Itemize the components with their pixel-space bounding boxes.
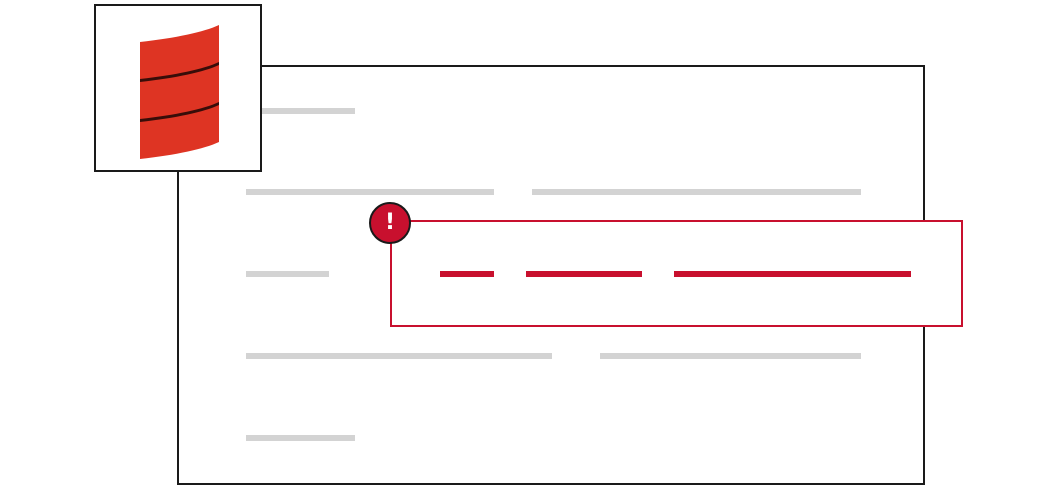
error-code-segment [674, 271, 911, 277]
scala-logo-icon [140, 25, 219, 159]
scala-logo-box [94, 4, 262, 172]
error-code-segment [440, 271, 494, 277]
text-placeholder-line [600, 353, 861, 359]
text-placeholder-line [246, 108, 355, 114]
text-placeholder-line [246, 189, 494, 195]
exclamation-icon: ! [369, 202, 411, 244]
error-code-segment [526, 271, 642, 277]
text-placeholder-line [246, 353, 552, 359]
text-placeholder-line [246, 435, 355, 441]
text-placeholder-line [532, 189, 861, 195]
error-highlight-box [390, 220, 963, 327]
text-placeholder-line [246, 271, 329, 277]
